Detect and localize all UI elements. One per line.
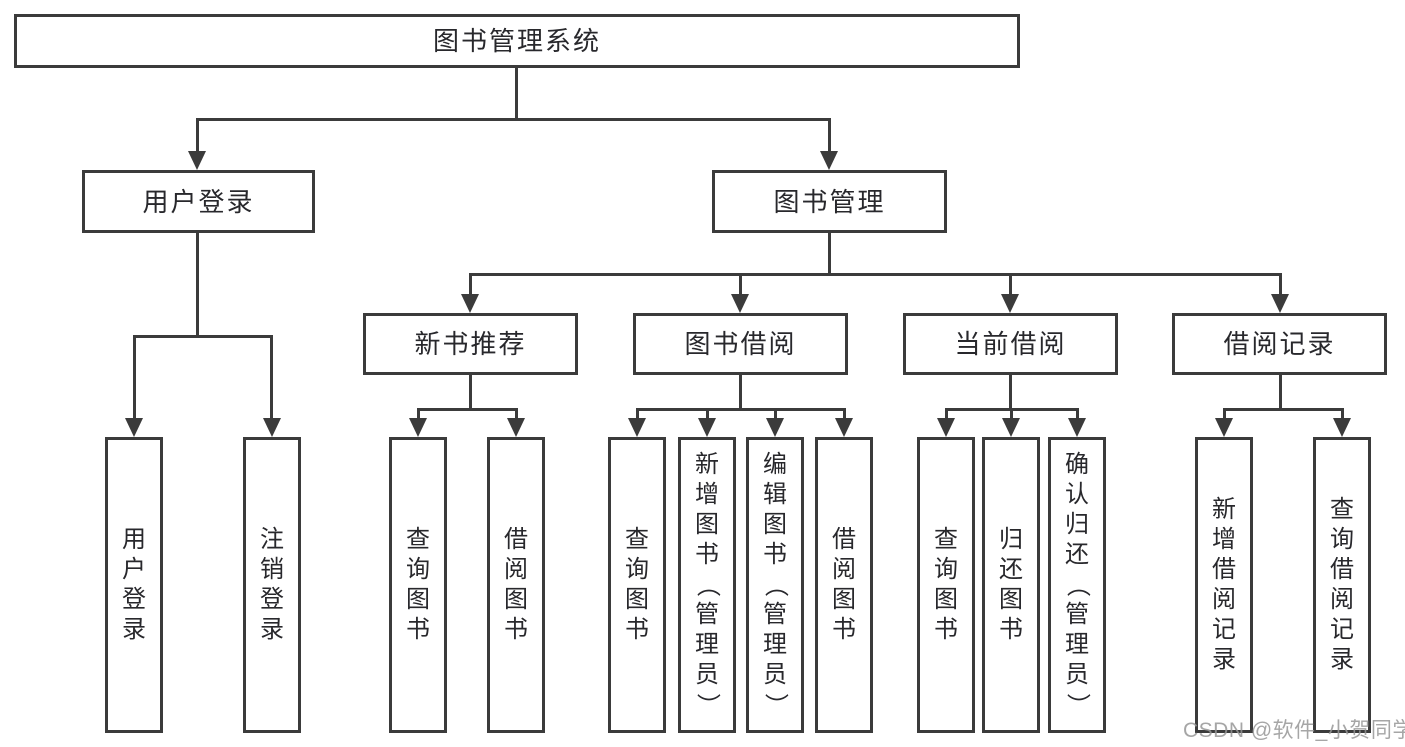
connector-line <box>196 118 199 154</box>
connector-line <box>1009 375 1012 410</box>
connector-line <box>843 408 846 422</box>
node-label: 注销登录 <box>260 526 284 643</box>
node-label: 图书借阅 <box>684 329 797 359</box>
connector-line <box>1279 375 1282 410</box>
node-return-books: 归还图书 <box>982 437 1040 733</box>
node-label: 图书管理系统 <box>432 26 601 56</box>
node-label: 归还图书 <box>999 526 1023 643</box>
node-login: 用户登录 <box>105 437 163 733</box>
connector-line <box>1223 408 1226 422</box>
node-label: 用户登录 <box>142 186 255 217</box>
node-user-login: 用户登录 <box>82 170 315 233</box>
connector-line <box>828 233 831 275</box>
node-label: 借阅记录 <box>1223 329 1336 359</box>
node-confirm-return-admin: 确认归还（管理员） <box>1048 437 1106 733</box>
node-library-management-system: 图书管理系统 <box>14 14 1020 68</box>
node-label: 新书推荐 <box>414 329 527 359</box>
connector-line <box>133 335 273 338</box>
arrow-down-icon <box>937 418 955 437</box>
connector-line <box>196 233 199 337</box>
arrow-down-icon <box>461 294 479 313</box>
arrow-down-icon <box>1215 418 1233 437</box>
arrow-down-icon <box>188 151 206 170</box>
node-edit-books-admin: 编辑图书（管理员） <box>746 437 804 733</box>
connector-line <box>1279 273 1282 297</box>
connector-line <box>945 408 948 422</box>
node-label: 借阅图书 <box>832 526 856 643</box>
node-borrow-books-newrec: 借阅图书 <box>487 437 545 733</box>
node-label: 当前借阅 <box>954 329 1067 359</box>
connector-line <box>636 408 639 422</box>
connector-line <box>270 335 273 423</box>
connector-line <box>1076 408 1079 422</box>
arrow-down-icon <box>820 151 838 170</box>
node-label: 编辑图书（管理员） <box>762 451 789 718</box>
connector-line <box>417 408 420 422</box>
connector-line <box>515 68 518 120</box>
node-current-borrowing: 当前借阅 <box>903 313 1118 375</box>
arrow-down-icon <box>835 418 853 437</box>
arrow-down-icon <box>409 418 427 437</box>
connector-line <box>133 335 136 423</box>
arrow-down-icon <box>1068 418 1086 437</box>
node-query-books-borrow: 查询图书 <box>608 437 666 733</box>
arrow-down-icon <box>731 294 749 313</box>
node-label: 借阅图书 <box>504 526 528 643</box>
node-label: 查询借阅记录 <box>1330 496 1354 673</box>
node-label: 新增借阅记录 <box>1212 496 1236 673</box>
node-book-borrowing: 图书借阅 <box>633 313 848 375</box>
node-new-book-recommend: 新书推荐 <box>363 313 578 375</box>
node-label: 新增图书（管理员） <box>694 451 721 718</box>
connector-line <box>1009 273 1012 297</box>
node-label: 查询图书 <box>406 526 430 643</box>
arrow-down-icon <box>263 418 281 437</box>
arrow-down-icon <box>698 418 716 437</box>
node-label: 确认归还（管理员） <box>1064 451 1091 718</box>
node-borrow-records: 借阅记录 <box>1172 313 1387 375</box>
connector-line <box>1341 408 1344 422</box>
arrow-down-icon <box>125 418 143 437</box>
arrow-down-icon <box>628 418 646 437</box>
connector-line <box>636 408 845 411</box>
connector-line <box>1010 408 1013 422</box>
node-label: 图书管理 <box>773 186 886 217</box>
node-label: 查询图书 <box>625 526 649 643</box>
node-label: 查询图书 <box>934 526 958 643</box>
node-logout: 注销登录 <box>243 437 301 733</box>
connector-line <box>196 118 831 121</box>
node-book-management: 图书管理 <box>712 170 947 233</box>
arrow-down-icon <box>1002 418 1020 437</box>
connector-line <box>828 118 831 154</box>
node-add-borrow-record: 新增借阅记录 <box>1195 437 1253 733</box>
connector-line <box>774 408 777 422</box>
connector-line <box>706 408 709 422</box>
node-query-books-newrec: 查询图书 <box>389 437 447 733</box>
connector-line <box>739 375 742 410</box>
connector-line <box>515 408 518 422</box>
arrow-down-icon <box>507 418 525 437</box>
node-query-borrow-record: 查询借阅记录 <box>1313 437 1371 733</box>
connector-line <box>417 408 518 411</box>
connector-line <box>469 375 472 410</box>
node-query-books-current: 查询图书 <box>917 437 975 733</box>
arrow-down-icon <box>1001 294 1019 313</box>
arrow-down-icon <box>1271 294 1289 313</box>
arrow-down-icon <box>766 418 784 437</box>
watermark-text: CSDN @软件_小贺同学 <box>1183 719 1405 742</box>
connector-line <box>469 273 1281 276</box>
connector-line <box>739 273 742 297</box>
arrow-down-icon <box>1333 418 1351 437</box>
node-add-books-admin: 新增图书（管理员） <box>678 437 736 733</box>
node-label: 用户登录 <box>122 526 146 643</box>
connector-line <box>469 273 472 297</box>
connector-line <box>1223 408 1343 411</box>
node-borrow-books-leaf: 借阅图书 <box>815 437 873 733</box>
